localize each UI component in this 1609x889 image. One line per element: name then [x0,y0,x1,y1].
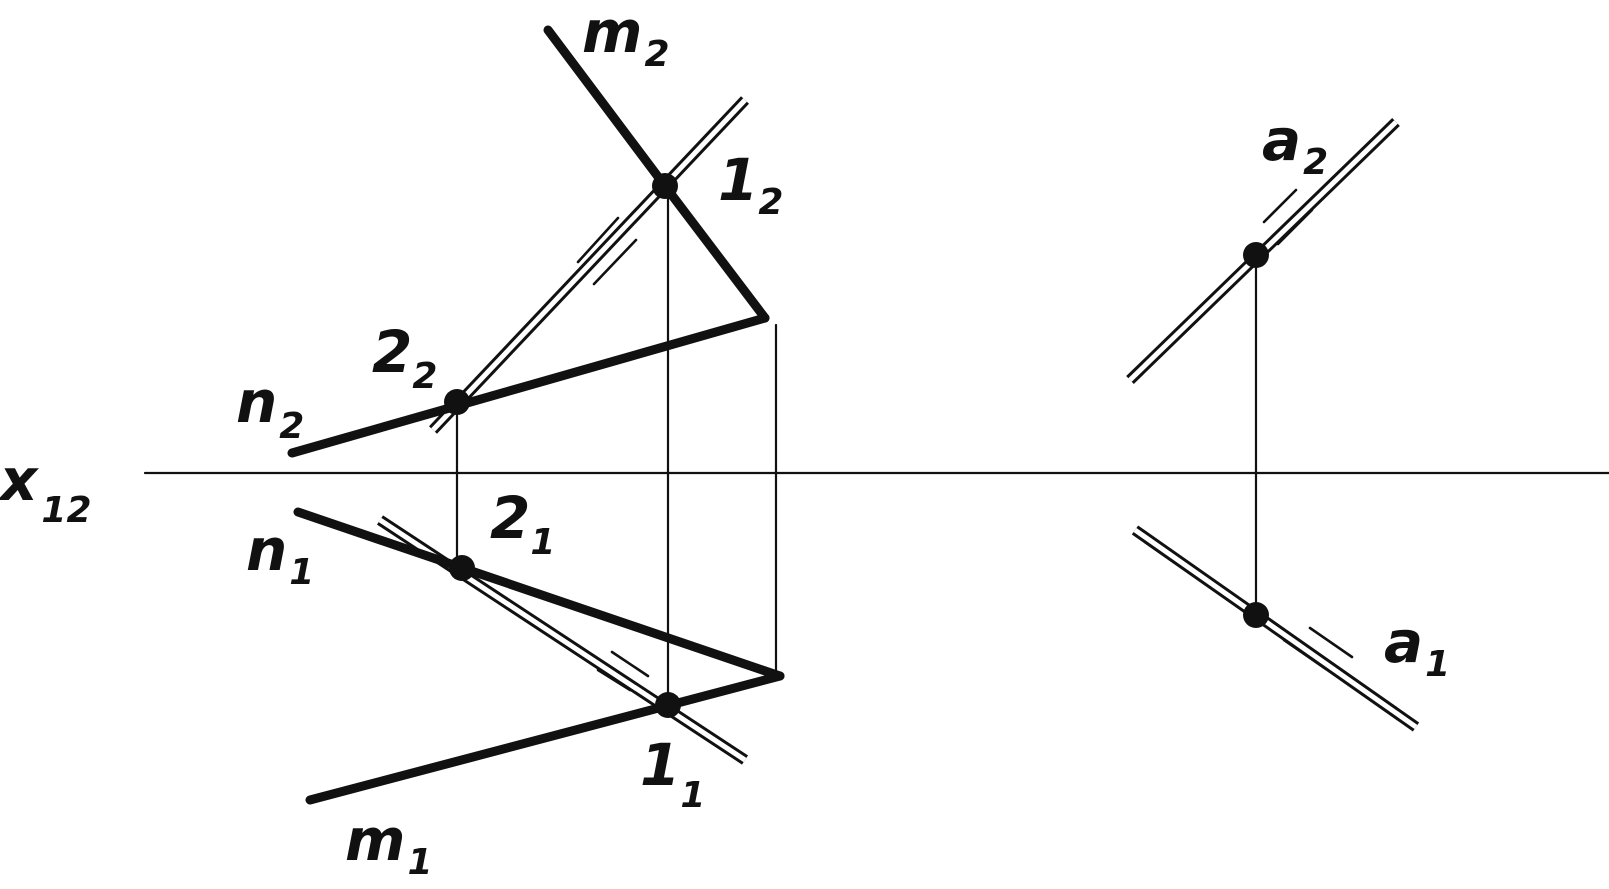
point-a2-dot [1243,242,1269,268]
parallel-marks-a2 [1262,188,1314,246]
label-a1: a1 [1384,608,1450,685]
label-2-1: 21 [490,484,555,563]
point-1-1-dot [655,692,681,718]
label-a2: a2 [1262,106,1328,183]
point-a1-dot [1243,602,1269,628]
label-m2: m2 [582,0,670,75]
line-m1 [305,671,785,805]
label-n2: n2 [236,368,304,447]
label-2-2: 22 [372,318,437,397]
label-n1: n1 [246,516,314,593]
parallel-marks-frontal [576,216,638,286]
point-2-2-dot [444,389,470,415]
line-n2 [287,313,770,458]
label-1-2: 12 [718,146,783,223]
line-a1 [1131,525,1420,732]
line-n1 [293,507,785,681]
parallel-marks-a1 [1282,626,1354,671]
label-1-1: 11 [640,731,705,816]
point-2-1-dot [449,555,475,581]
parallel-marks-horizontal [596,650,650,692]
constructed-line-frontal [429,96,749,434]
label-m1: m1 [345,806,433,883]
point-1-2-dot [652,173,678,199]
